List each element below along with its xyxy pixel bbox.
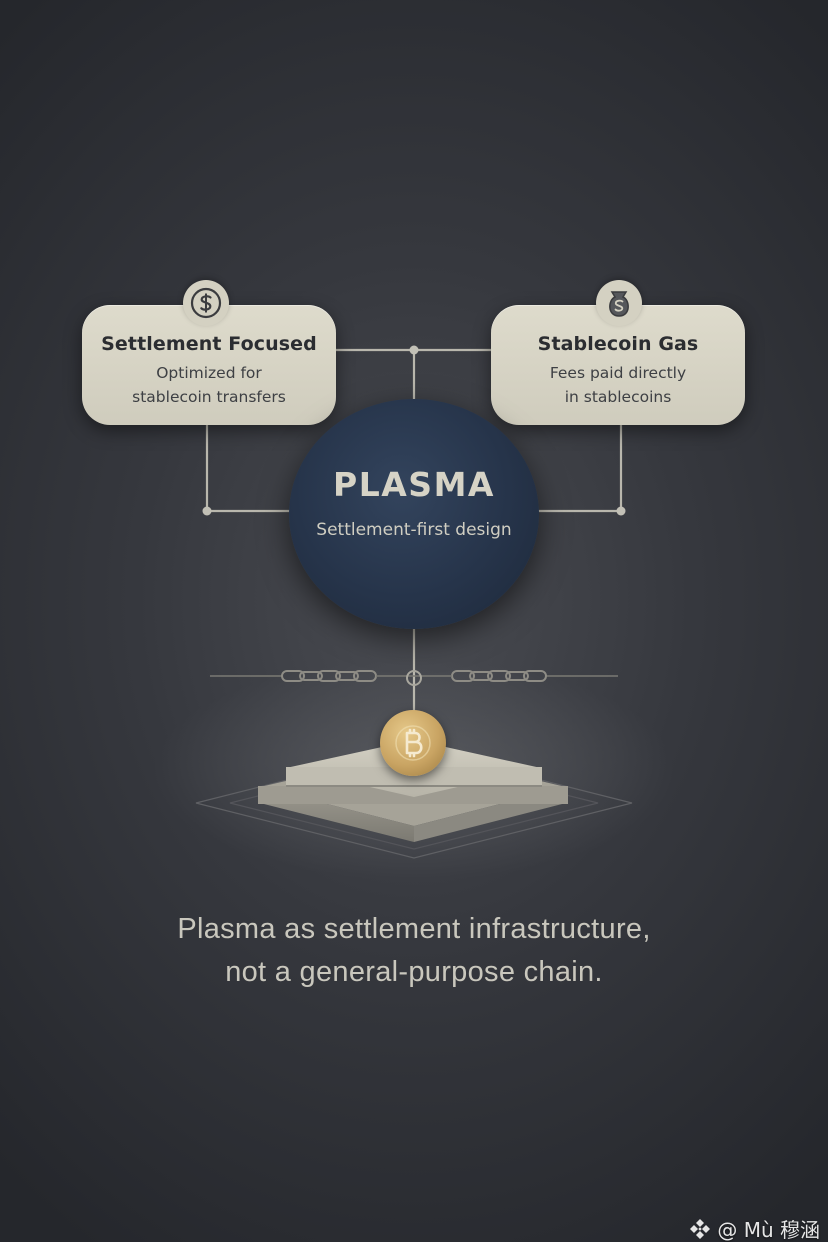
caption-line: Plasma as settlement infrastructure, [0,908,828,951]
binance-diamond-icon [689,1218,711,1240]
dollar-circle-icon [183,280,229,326]
bitcoin-icon [380,710,446,776]
card-title: Settlement Focused [82,333,336,355]
card-description-line: Optimized for [82,361,336,385]
plasma-hub: PLASMA Settlement-first design [289,399,539,629]
hub-subtitle: Settlement-first design [289,520,539,540]
card-description-line: stablecoin transfers [82,385,336,409]
hub-title: PLASMA [289,465,539,504]
caption-line: not a general-purpose chain. [0,951,828,994]
author-watermark: @ Mù 穆涵 [689,1214,820,1242]
stablecoin-bag-icon [596,280,642,326]
card-description-line: Fees paid directly [491,361,745,385]
card-title: Stablecoin Gas [491,333,745,355]
author-handle: @ Mù 穆涵 [717,1214,820,1242]
caption: Plasma as settlement infrastructure, not… [0,908,828,994]
card-description-line: in stablecoins [491,385,745,409]
